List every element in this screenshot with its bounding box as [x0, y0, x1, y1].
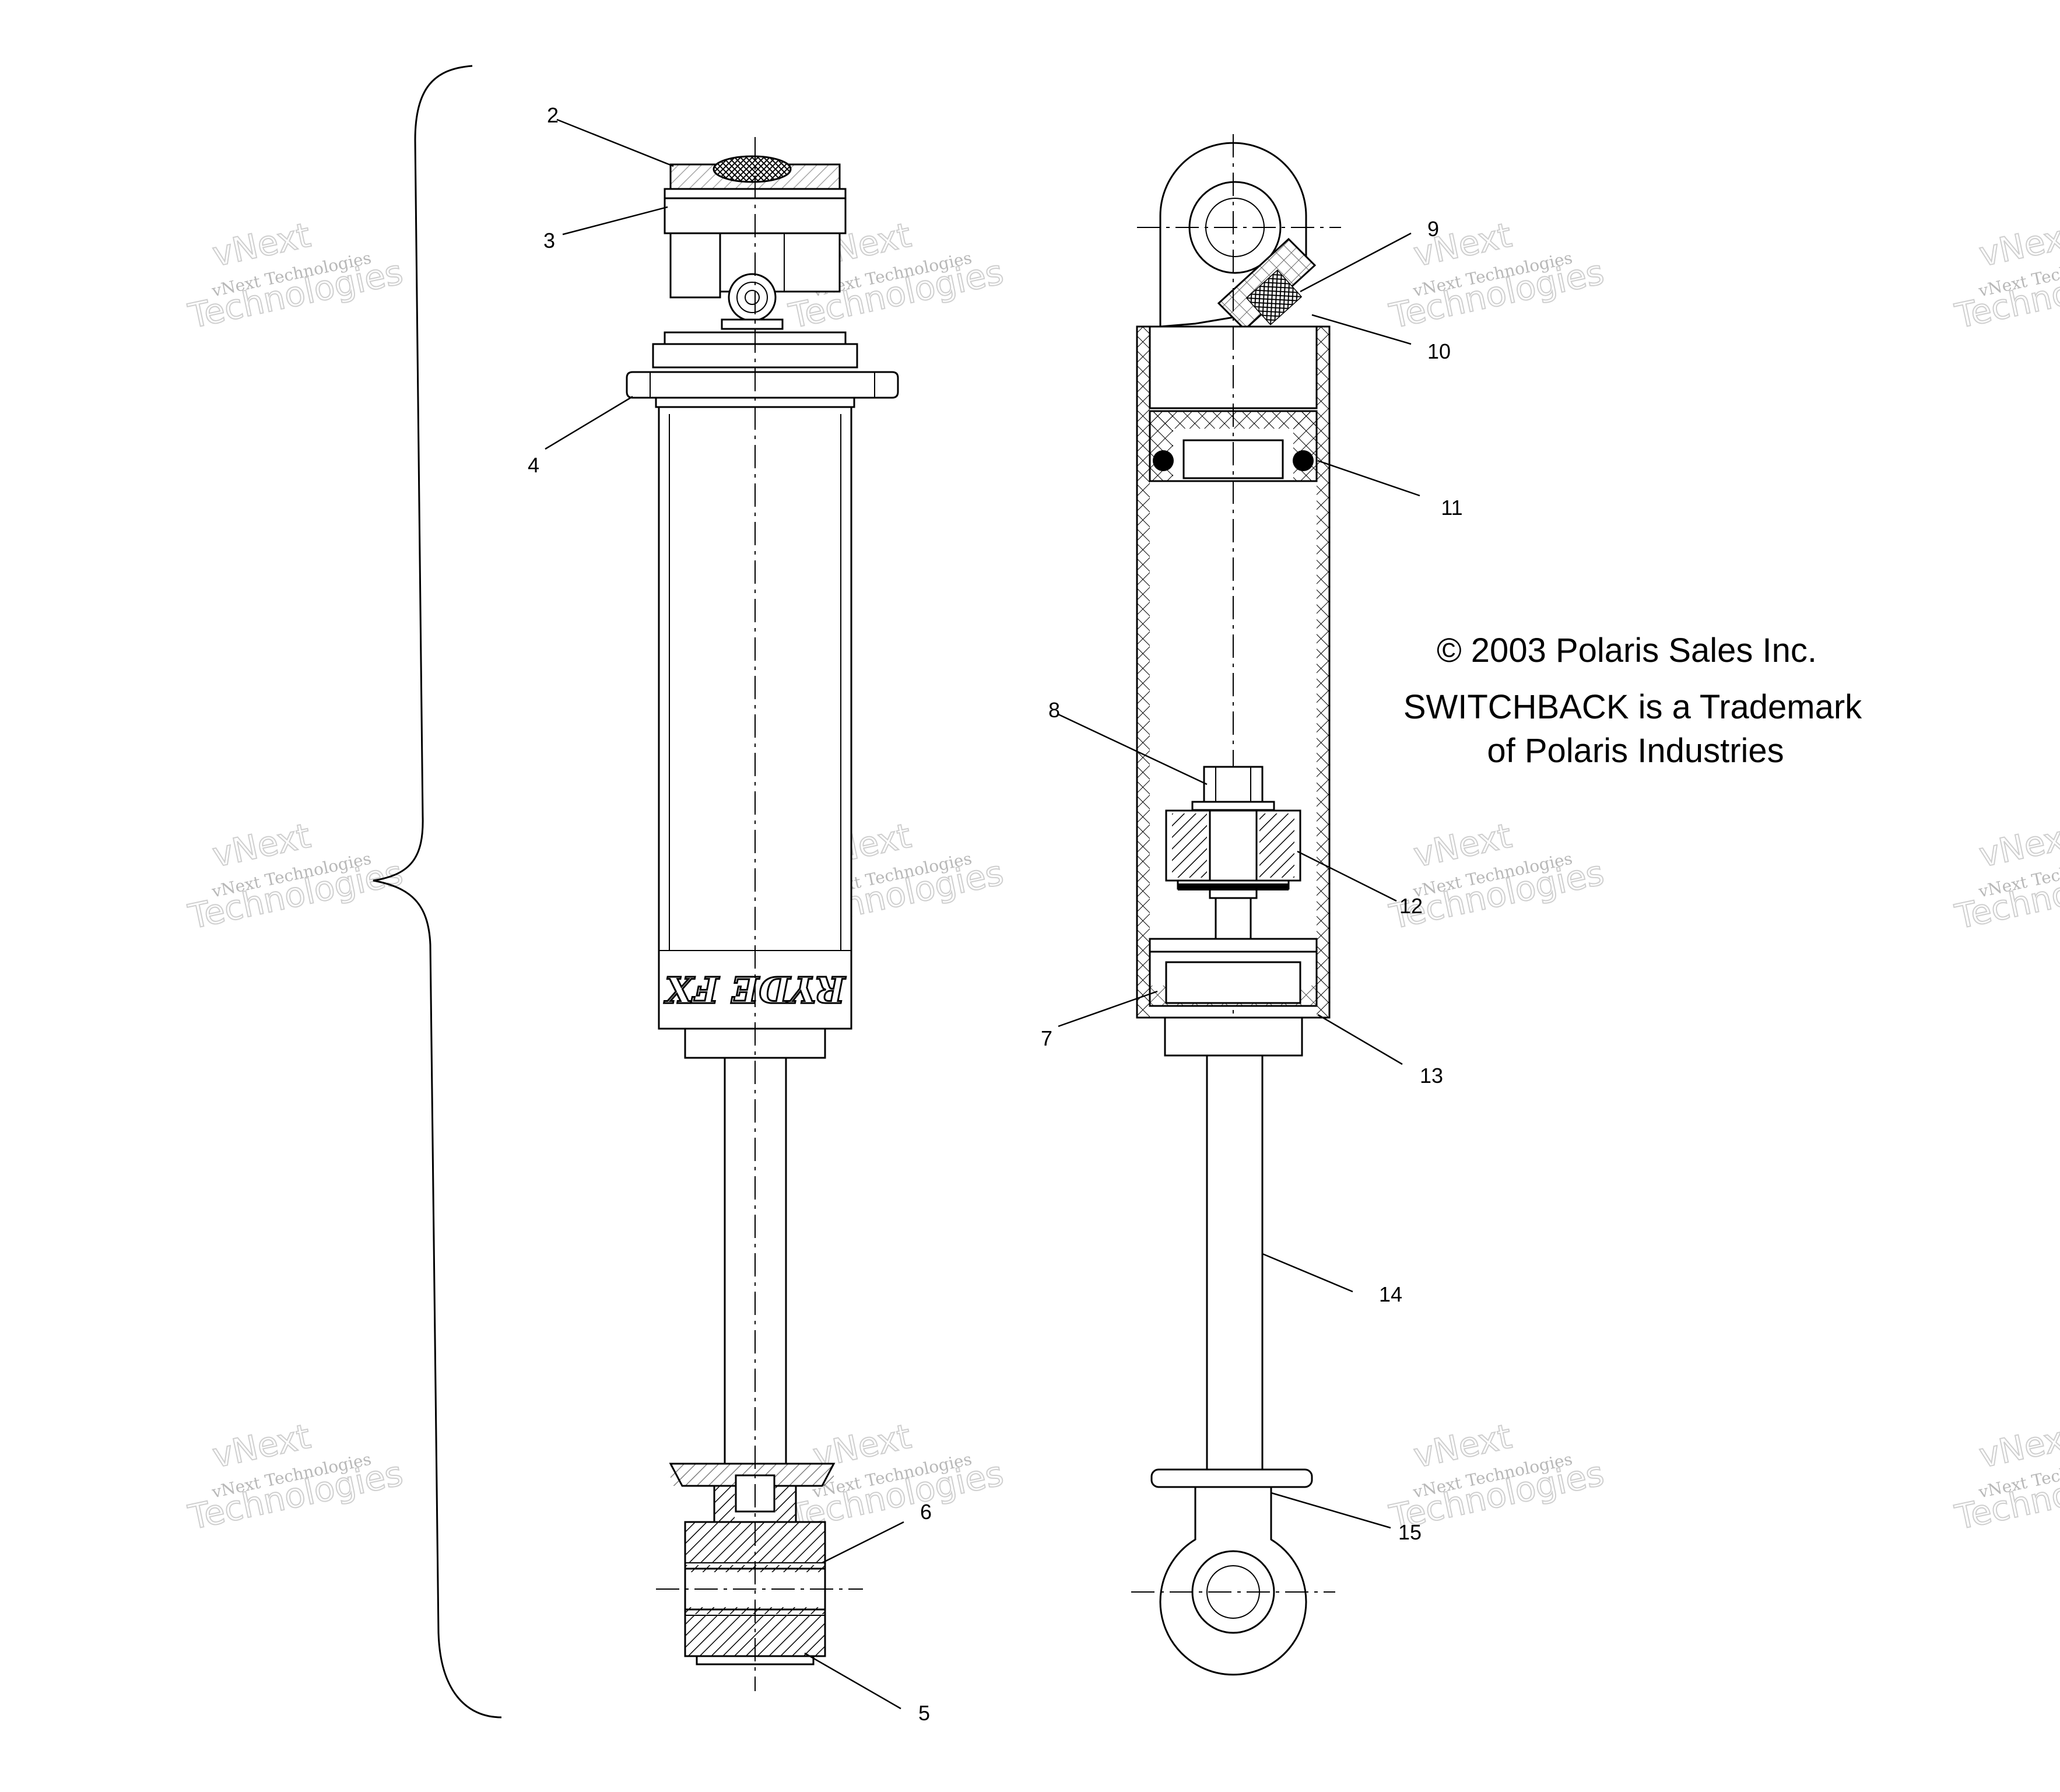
callout-13: 13	[1420, 1064, 1443, 1088]
callout-8: 8	[1048, 698, 1060, 722]
callout-7: 7	[1041, 1026, 1052, 1050]
callout-11: 11	[1441, 496, 1462, 520]
callout-9: 9	[1427, 217, 1439, 241]
callout-2: 2	[547, 103, 559, 127]
watermark-word: vNext	[1975, 816, 2060, 875]
callout-12: 12	[1399, 894, 1423, 918]
callout-labels: 2 3 4 5 6 7 8 9 10 11 12 13 14 15	[528, 103, 1463, 1725]
copyright-notice: © 2003 Polaris Sales Inc. SWITCHBACK is …	[1403, 632, 1862, 770]
callout-4: 4	[528, 453, 539, 477]
valve-port-stem	[721, 318, 784, 330]
adjuster-knob	[713, 155, 792, 183]
main-piston	[1165, 809, 1301, 899]
preload-nut	[626, 371, 899, 399]
trademark-line: SWITCHBACK is a Trademark	[1403, 688, 1862, 726]
floating-piston	[1149, 410, 1318, 482]
watermark-word: vNext	[1975, 215, 2060, 275]
lower-cap	[1164, 1016, 1303, 1057]
lower-eyelet-cut	[1159, 1486, 1307, 1676]
shock-exterior-view: RYDE FX	[626, 137, 899, 1691]
copyright-line: © 2003 Polaris Sales Inc.	[1437, 632, 1817, 669]
callout-5: 5	[918, 1701, 930, 1725]
shock-cutaway-view	[1131, 134, 1341, 1676]
callout-15: 15	[1398, 1520, 1422, 1544]
piston-nut	[1203, 766, 1264, 803]
reservoir-valve	[1217, 237, 1317, 331]
callout-14: 14	[1379, 1282, 1402, 1306]
callout-10: 10	[1427, 339, 1451, 363]
shaft-cut	[1206, 1054, 1264, 1471]
lower-spring-seat	[1150, 1468, 1313, 1488]
callout-3: 3	[543, 229, 555, 253]
valve-port	[728, 273, 777, 322]
callout-6: 6	[920, 1500, 932, 1524]
watermark-word: vNext	[1975, 1416, 2060, 1476]
adjuster-block-side	[669, 232, 721, 299]
leader-lines	[545, 118, 1420, 1710]
trademark-owner-line: of Polaris Industries	[1487, 732, 1784, 770]
assembly-brace	[373, 65, 502, 1719]
